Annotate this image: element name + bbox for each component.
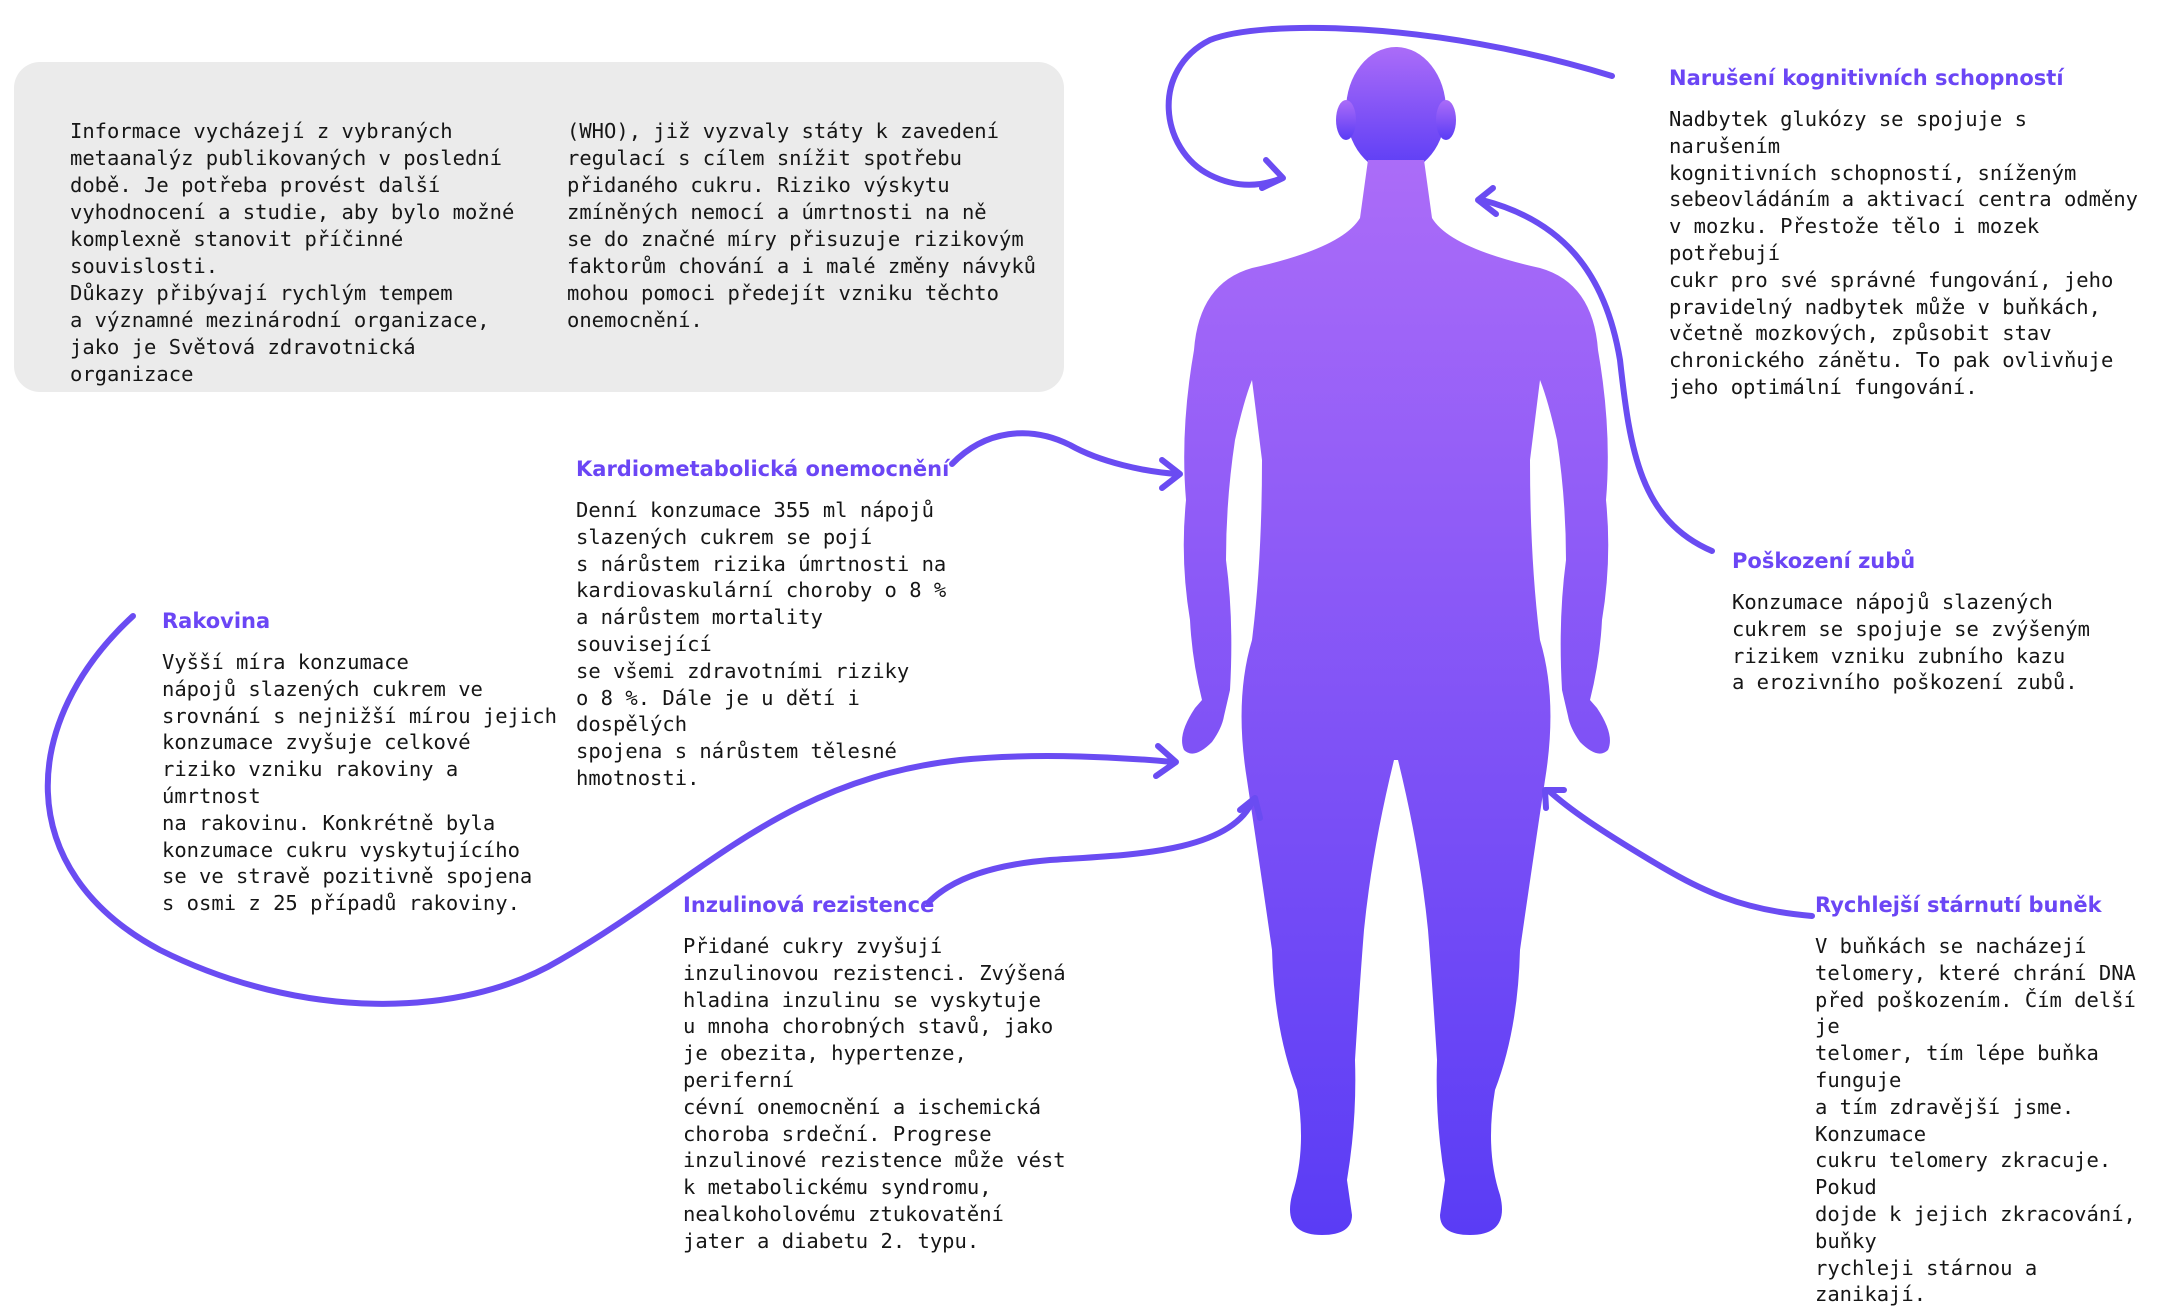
effect-teeth: Poškození zubů Konzumace nápojů slazenýc… [1732,549,2142,696]
effect-insulin: Inzulinová rezistence Přidané cukry zvyš… [683,893,1083,1255]
arrowhead-cognitive [1259,157,1286,191]
human-silhouette [1182,47,1610,1235]
effect-cancer-title: Rakovina [162,609,271,633]
effect-insulin-title: Inzulinová rezistence [683,893,935,917]
arrow-insulin [925,797,1256,906]
effect-aging: Rychlejší stárnutí buněk V buňkách se na… [1815,893,2155,1308]
arrow-cardio [949,430,1181,477]
arrow-cognitive [1165,24,1615,188]
effect-insulin-text: Přidané cukry zvyšují inzulinovou rezist… [683,934,1066,1253]
effect-cancer: Rakovina Vyšší míra konzumace nápojů sla… [162,609,562,917]
effect-cognitive-text: Nadbytek glukózy se spojuje s narušením … [1669,107,2138,399]
effect-cancer-text: Vyšší míra konzumace nápojů slazených cu… [162,650,557,916]
effect-cognitive: Narušení kognitivních schopností Nadbyte… [1669,66,2139,401]
arrowhead-cancer [1153,743,1179,779]
effect-cardio-title: Kardiometabolická onemocnění [576,457,950,481]
arrow-teeth [1479,197,1715,554]
effect-teeth-text: Konzumace nápojů slazených cukrem se spo… [1732,590,2090,695]
effect-cardio-text: Denní konzumace 355 ml nápojů slazených … [576,498,947,790]
arrowhead-teeth [1475,185,1499,217]
arrowhead-insulin [1237,795,1263,821]
body-diagram [44,24,1815,1235]
intro-text-right: (WHO), již vyzvaly státy k zavedení regu… [567,119,1036,332]
effect-aging-text: V buňkách se nacházejí telomery, které c… [1815,934,2136,1307]
intro-text-left: Informace vycházejí z vybraných metaanal… [70,119,515,386]
intro-box [14,62,1064,392]
arrow-aging [1545,787,1815,919]
effect-cognitive-title: Narušení kognitivních schopností [1669,66,2064,90]
effect-aging-title: Rychlejší stárnutí buněk [1815,893,2102,917]
arrowhead-aging [1542,787,1567,811]
effect-teeth-title: Poškození zubů [1732,549,1916,573]
arrow-cancer [44,613,1176,1007]
effect-cardio: Kardiometabolická onemocnění Denní konzu… [576,457,956,792]
arrowhead-cardio [1159,457,1183,491]
